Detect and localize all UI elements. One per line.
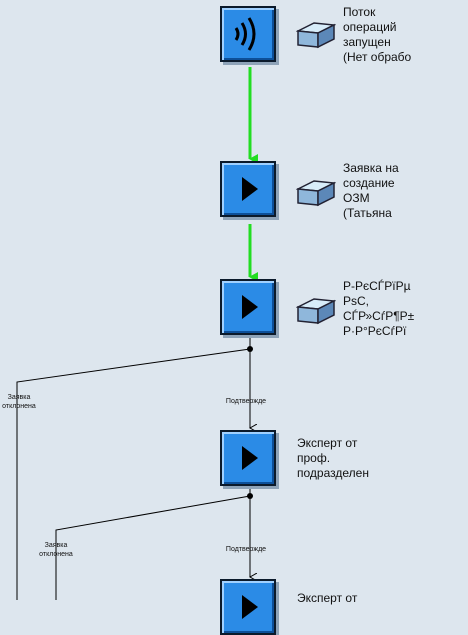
edge-label-confirm-2[interactable]: Подтвержде xyxy=(225,546,267,553)
node-start-label: Поток операций запущен (Нет обрабо xyxy=(343,5,412,64)
play-icon xyxy=(242,595,258,619)
node-expert1-button[interactable] xyxy=(220,430,276,486)
node-garbled-button[interactable] xyxy=(220,279,276,335)
workflow-connectors xyxy=(16,67,258,600)
edge-label-confirm-1[interactable]: Подтвержде xyxy=(225,398,267,405)
play-icon xyxy=(242,295,258,319)
edge-label-reject-1[interactable]: Заявка отклонена xyxy=(2,394,36,410)
node-start-cube-icon xyxy=(296,22,336,49)
node-expert1-label: Эксперт от проф. подразделен xyxy=(297,436,369,480)
node-request-button[interactable] xyxy=(220,161,276,217)
broadcast-icon xyxy=(234,17,256,51)
node-request-label: Заявка на создание ОЗМ (Татьяна xyxy=(343,161,399,220)
node-expert2-button[interactable] xyxy=(220,579,276,635)
play-icon xyxy=(242,177,258,201)
node-garbled-label: Р-РєСЃРїРµ РѕС, СЃР»СѓР¶Р± Р·Р°РєСѓРї xyxy=(343,279,415,338)
node-request-cube-icon xyxy=(296,180,336,207)
transition-reject-1 xyxy=(16,348,251,600)
node-garbled-cube-icon xyxy=(296,298,336,325)
node-expert2-label: Эксперт от xyxy=(297,591,358,605)
transition-reject-2 xyxy=(55,495,251,600)
node-start-button[interactable] xyxy=(220,6,276,62)
edge-label-reject-2[interactable]: Заявка отклонена xyxy=(39,542,73,558)
play-icon xyxy=(242,446,258,470)
